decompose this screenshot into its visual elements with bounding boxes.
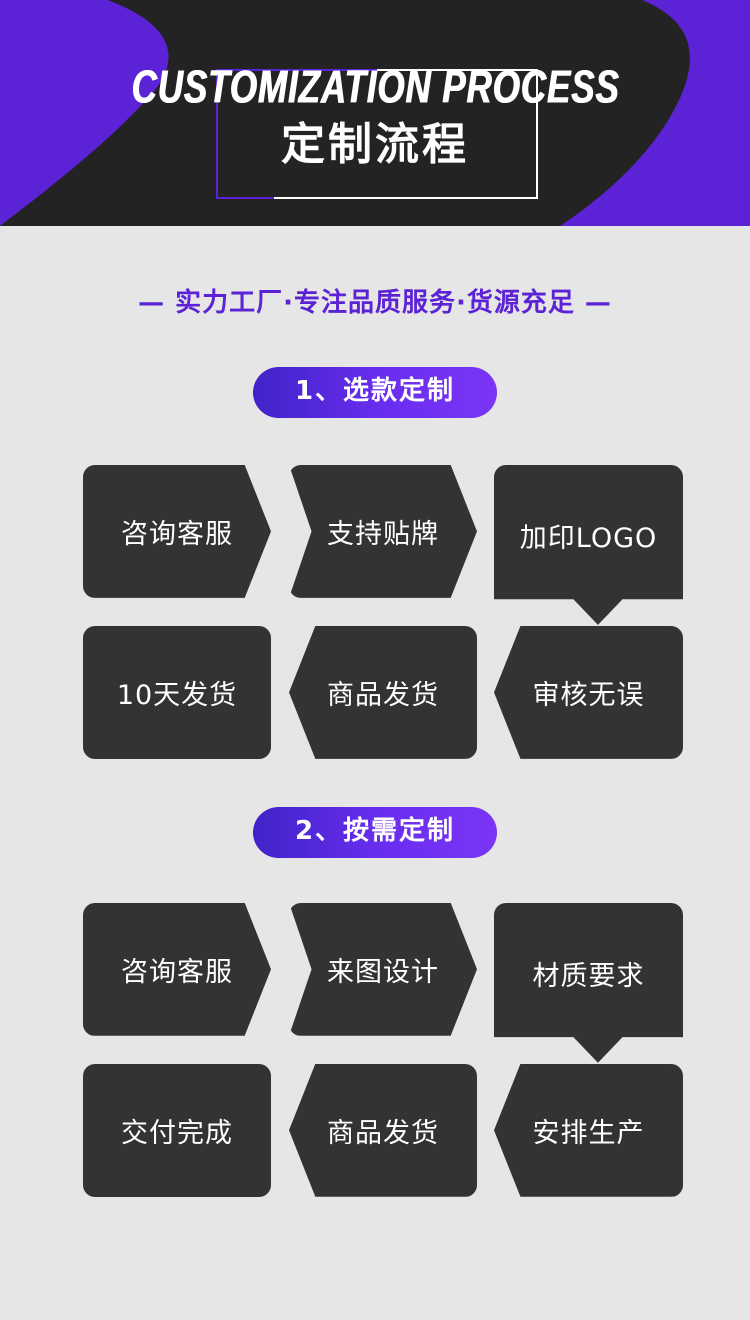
flow-node-support-oem[interactable]: 支持贴牌 [289, 464, 477, 598]
section-1-flow-diagram: 咨询客服 支持贴牌 加印LOGO 10天发货 商品发货 审核无误 [0, 464, 750, 765]
banner-decorative-frame [216, 69, 538, 199]
flow-node-label: 支持贴牌 [327, 518, 439, 550]
frame-bottom-purple-line [216, 197, 274, 199]
flow-node-material-requirements[interactable]: 材质要求 [494, 902, 683, 1063]
flow-node-ship-in-10-days[interactable]: 10天发货 [83, 625, 271, 759]
subtitle-text: — 实力工厂·专注品质服务·货源充足 — [138, 288, 612, 318]
flow-node-label: 交付完成 [121, 1117, 233, 1149]
flow-node-consult-service[interactable]: 咨询客服 [83, 464, 271, 598]
section-1-pill-container: 1、选款定制 [0, 367, 750, 418]
frame-top-white-line [377, 69, 538, 71]
flow-node-label: 安排生产 [532, 1117, 645, 1149]
flow-node-label: 10天发货 [116, 679, 238, 711]
flow-node-label: 商品发货 [327, 679, 439, 711]
frame-bottom-white-line [273, 197, 538, 199]
banner-background-shape [0, 0, 750, 226]
flow-node-label: 审核无误 [532, 679, 645, 711]
flow-node-label: 咨询客服 [121, 956, 233, 988]
section-2-row-2: 交付完成 商品发货 安排生产 [83, 1063, 683, 1197]
flow-node-label: 咨询客服 [121, 518, 233, 550]
flow-node-print-logo[interactable]: 加印LOGO [494, 464, 683, 625]
flow-node-delivery-complete[interactable]: 交付完成 [83, 1063, 271, 1197]
section-2-flow-diagram: 咨询客服 来图设计 材质要求 交付完成 商品发货 安排生产 [0, 902, 750, 1203]
frame-left-line [216, 69, 218, 199]
flow-node-arrange-production[interactable]: 安排生产 [494, 1063, 683, 1197]
header-banner: CUSTOMIZATION PROCESS 定制流程 [0, 0, 750, 226]
section-2-pill-container: 2、按需定制 [0, 806, 750, 858]
flow-node-goods-shipped[interactable]: 商品发货 [289, 625, 477, 759]
flow-node-label: 商品发货 [327, 1117, 439, 1149]
flow-node-design-from-image[interactable]: 来图设计 [289, 902, 477, 1036]
flow-node-review-passed[interactable]: 审核无误 [494, 625, 683, 759]
frame-top-purple-line [216, 69, 377, 71]
section-1-pill-label: 1、选款定制 [252, 367, 498, 418]
flow-node-goods-shipped-2[interactable]: 商品发货 [289, 1063, 477, 1197]
flow-node-consult-service-2[interactable]: 咨询客服 [83, 902, 271, 1036]
subtitle-container: — 实力工厂·专注品质服务·货源充足 — [0, 282, 750, 319]
section-1-row-1: 咨询客服 支持贴牌 加印LOGO [83, 464, 683, 625]
section-2-pill-label: 2、按需定制 [252, 806, 498, 858]
flow-node-label: 加印LOGO [519, 523, 658, 555]
flow-node-label: 材质要求 [532, 961, 645, 993]
section-1-row-2: 10天发货 商品发货 审核无误 [83, 625, 683, 759]
section-2-row-1: 咨询客服 来图设计 材质要求 [83, 902, 683, 1063]
frame-right-line [536, 69, 538, 199]
flow-node-label: 来图设计 [327, 956, 439, 988]
